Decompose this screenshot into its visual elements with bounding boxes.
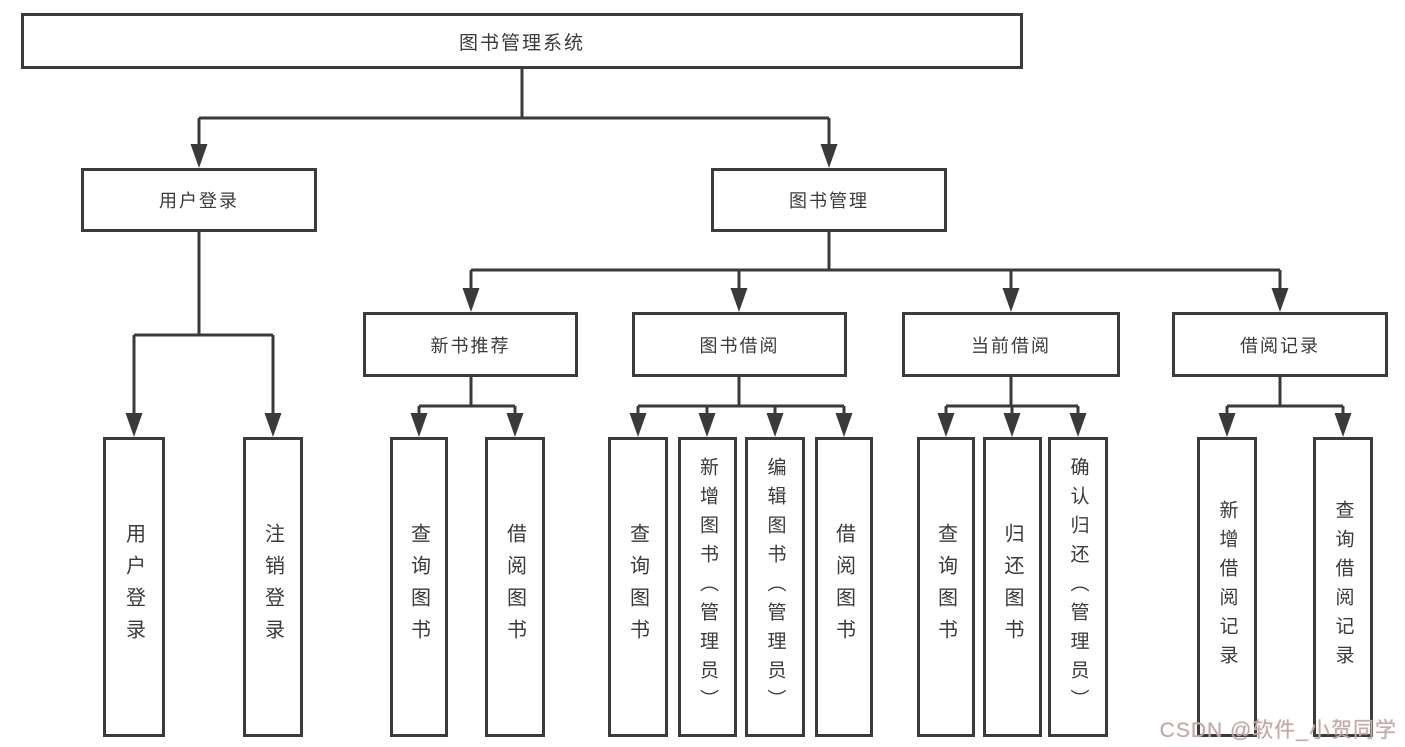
node-cb-return-book: 归还图书: [983, 437, 1042, 737]
node-book-management: 图书管理: [711, 168, 947, 232]
node-nbr-borrow-book: 借阅图书: [485, 437, 545, 737]
node-bb-query-book: 查询图书: [608, 437, 668, 737]
node-bb-edit-book-admin: 编辑图书（管理员）: [745, 437, 805, 737]
node-cb-query-book: 查询图书: [917, 437, 975, 737]
node-cb-confirm-return-admin: 确认归还（管理员）: [1048, 437, 1108, 737]
node-book-borrow: 图书借阅: [632, 312, 847, 377]
node-current-borrow: 当前借阅: [902, 312, 1120, 377]
node-br-query-record: 查询借阅记录: [1313, 437, 1373, 737]
node-br-add-record: 新增借阅记录: [1197, 437, 1257, 737]
node-bb-add-book-admin: 新增图书（管理员）: [678, 437, 737, 737]
node-login-action: 用户登录: [103, 437, 165, 737]
node-root-system: 图书管理系统: [21, 13, 1023, 69]
node-new-book-recommend: 新书推荐: [363, 312, 578, 377]
node-borrow-records: 借阅记录: [1172, 312, 1388, 377]
arrowheads: [125, 144, 1352, 437]
node-bb-borrow-book: 借阅图书: [815, 437, 873, 737]
node-user-login: 用户登录: [81, 168, 317, 232]
connector-path: [132, 69, 1345, 415]
node-logout-action: 注销登录: [243, 437, 303, 737]
node-nbr-query-book: 查询图书: [390, 437, 448, 737]
csdn-watermark: CSDN @软件_小贺同学: [1159, 719, 1397, 742]
